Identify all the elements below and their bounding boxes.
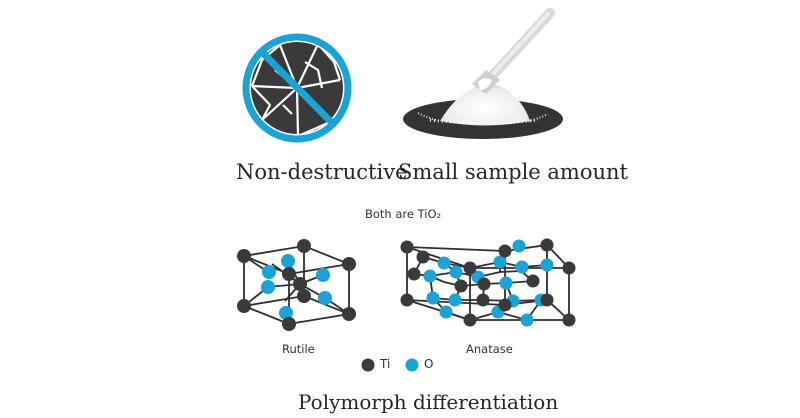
anatase-atoms [400,238,576,327]
rutile-label: Rutile [282,342,315,356]
non-destructive-icon [242,33,352,143]
footer-title: Polymorph differentiation [298,390,559,414]
legend-o-label: O [424,357,434,371]
non-destructive-label: Non-destructive [236,160,408,184]
polymorph-heading: Both are TiO₂ [365,207,442,221]
legend-ti-label: Ti [380,357,391,371]
small-sample-label: Small sample amount [398,160,628,184]
legend-o-marker [405,358,419,372]
rutile-atoms [237,239,356,331]
legend-ti-marker [361,358,375,372]
small-sample-icon [403,8,563,139]
anatase-label: Anatase [466,342,513,356]
